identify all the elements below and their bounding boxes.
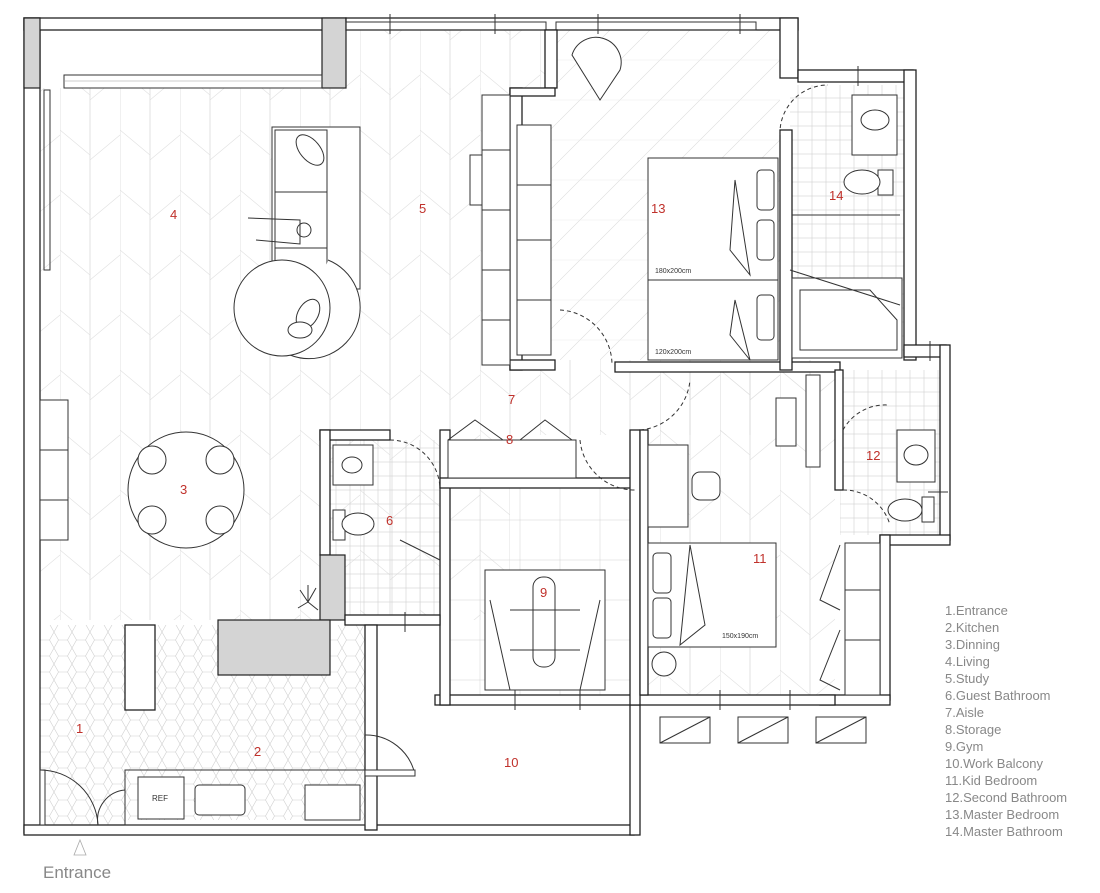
- plant-icon: [297, 585, 319, 611]
- master-bathroom-fixtures: [789, 94, 903, 359]
- room-number-gym: 9: [540, 585, 547, 600]
- room-number-guest-bathroom: 6: [386, 513, 393, 528]
- gym-equipment: [484, 569, 606, 691]
- room-number-kitchen: 2: [254, 744, 261, 759]
- kitchen-fixtures: [137, 734, 416, 821]
- room-legend: 1.Entrance 2.Kitchen 3.Dinning 4.Living …: [945, 603, 1067, 839]
- kid-bedroom-furniture: [647, 397, 881, 696]
- master-bedroom-furniture: [571, 36, 829, 361]
- legend-item: 5.Study: [945, 671, 990, 686]
- storage-cabinet: [447, 309, 691, 491]
- walls: [23, 17, 951, 836]
- entrance-label: Entrance: [43, 863, 111, 882]
- legend-item: 10.Work Balcony: [945, 756, 1044, 771]
- study-cabinets: [469, 94, 552, 366]
- entrance-door: [39, 769, 126, 856]
- legend-item: 3.Dinning: [945, 637, 1000, 652]
- dining-set: [39, 399, 245, 549]
- second-bathroom-fixtures: [805, 374, 936, 526]
- room-number-living: 4: [170, 207, 177, 222]
- room-number-master-bedroom: 13: [651, 201, 665, 216]
- legend-item: 11.Kid Bedroom: [945, 773, 1037, 788]
- guest-bathroom-fixtures: [332, 439, 441, 561]
- legend-item: 12.Second Bathroom: [945, 790, 1067, 805]
- legend-item: 8.Storage: [945, 722, 1001, 737]
- legend-item: 1.Entrance: [945, 603, 1008, 618]
- room-number-work-balcony: 10: [504, 755, 518, 770]
- legend-item: 7.Aisle: [945, 705, 984, 720]
- room-number-aisle: 7: [508, 392, 515, 407]
- legend-item: 2.Kitchen: [945, 620, 999, 635]
- bed-size-master-top: 180x200cm: [655, 268, 691, 275]
- room-number-second-bathroom: 12: [866, 448, 880, 463]
- room-number-dinning: 3: [180, 482, 187, 497]
- bed-size-master-bottom: 120x200cm: [655, 349, 691, 356]
- room-number-kid-bedroom: 11: [753, 551, 767, 566]
- legend-item: 6.Guest Bathroom: [945, 688, 1051, 703]
- legend-item: 9.Gym: [945, 739, 983, 754]
- bed-size-kid: 150x190cm: [722, 633, 758, 640]
- windows: [43, 14, 948, 710]
- fridge-label: REF: [152, 794, 168, 803]
- legend-item: 14.Master Bathroom: [945, 824, 1063, 839]
- legend-item: 13.Master Bedroom: [945, 807, 1059, 822]
- living-sofa: [233, 126, 361, 360]
- ac-units: [659, 716, 867, 744]
- room-number-storage: 8: [506, 432, 513, 447]
- room-number-study: 5: [419, 201, 426, 216]
- room-number-entrance: 1: [76, 721, 83, 736]
- legend-item: 4.Living: [945, 654, 990, 669]
- room-number-master-bathroom: 14: [829, 188, 843, 203]
